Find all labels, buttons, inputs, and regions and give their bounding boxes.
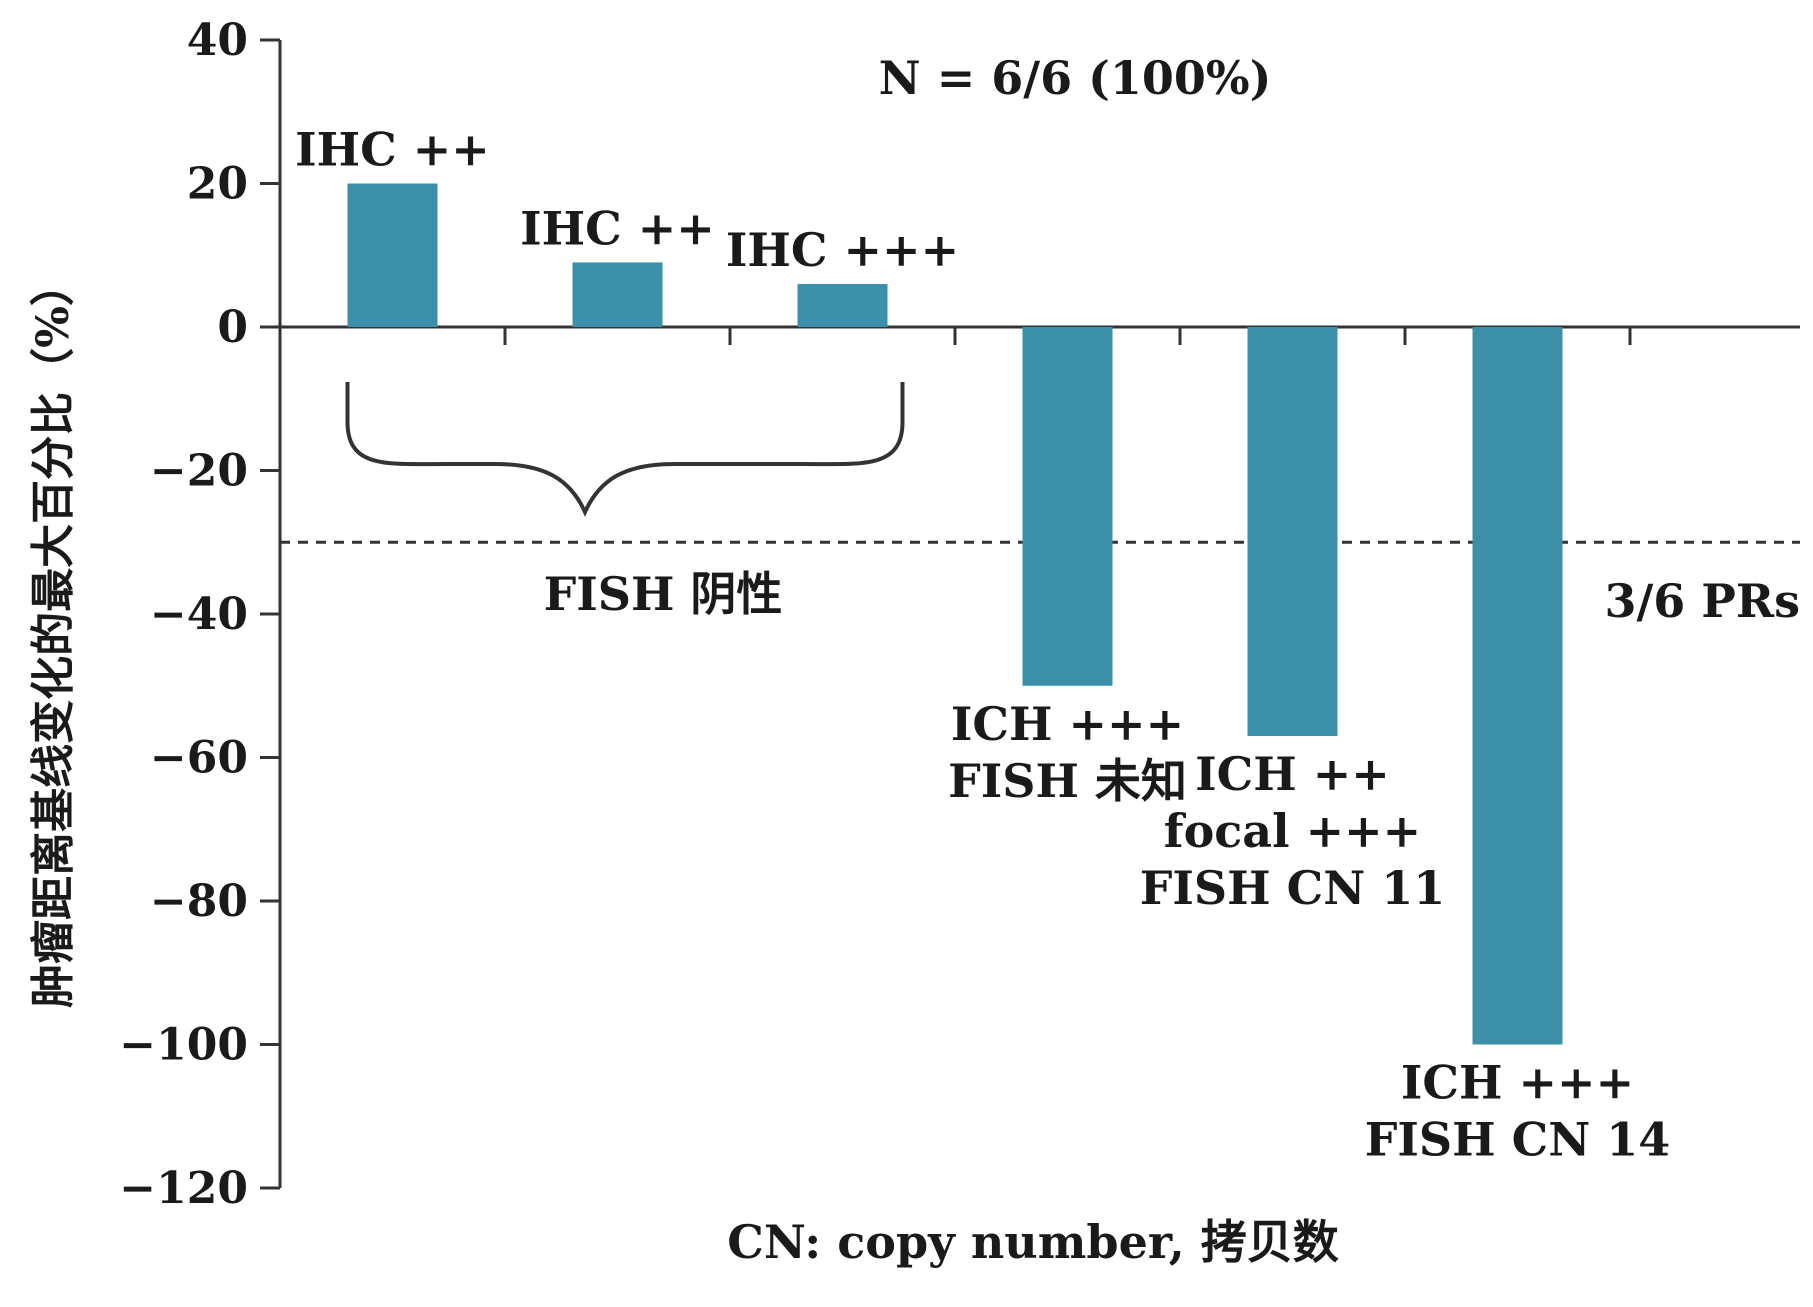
bar-label-3-1: FISH 未知 — [948, 754, 1187, 808]
bar-3 — [1022, 327, 1113, 686]
bar-label-2-0: IHC +++ — [726, 223, 959, 277]
y-tick-label-2: 0 — [217, 302, 248, 353]
bar-label-5-1: FISH CN 14 — [1365, 1113, 1671, 1167]
bar-label-3-0: ICH +++ — [951, 697, 1184, 751]
bar-label-4-2: FISH CN 11 — [1140, 861, 1446, 915]
bars-group — [347, 183, 1563, 1045]
group-brace — [345, 382, 905, 517]
top-annotation: N = 6/6 (100%) — [879, 51, 1272, 105]
bar-0 — [347, 183, 438, 327]
bar-label-4-0: ICH ++ — [1195, 747, 1390, 801]
y-tick-label-4: −40 — [150, 589, 248, 640]
y-axis-label: 肿瘤距离基线变化的最大百分比（%） — [28, 262, 79, 1008]
y-tick-label-3: −20 — [150, 446, 248, 497]
bar-1 — [572, 262, 663, 327]
bar-2 — [797, 283, 888, 327]
y-tick-label-0: 40 — [187, 15, 248, 66]
bar-label-4-1: focal +++ — [1164, 804, 1421, 858]
y-tick-label-6: −80 — [150, 876, 248, 927]
y-tick-label-7: −100 — [119, 1020, 248, 1071]
bar-5 — [1472, 327, 1563, 1045]
bar-label-5-0: ICH +++ — [1401, 1056, 1634, 1110]
bar-4 — [1247, 327, 1338, 736]
footnote: CN: copy number, 拷贝数 — [727, 1215, 1339, 1269]
reference-line-label: 3/6 PRs — [1604, 574, 1800, 628]
bar-label-0-0: IHC ++ — [295, 123, 490, 177]
y-tick-label-8: −120 — [119, 1163, 248, 1214]
y-tick-label-1: 20 — [187, 159, 248, 210]
group-brace-label: FISH 阴性 — [544, 567, 783, 621]
bar-label-1-0: IHC ++ — [520, 201, 715, 255]
y-tick-label-5: −60 — [150, 733, 248, 784]
